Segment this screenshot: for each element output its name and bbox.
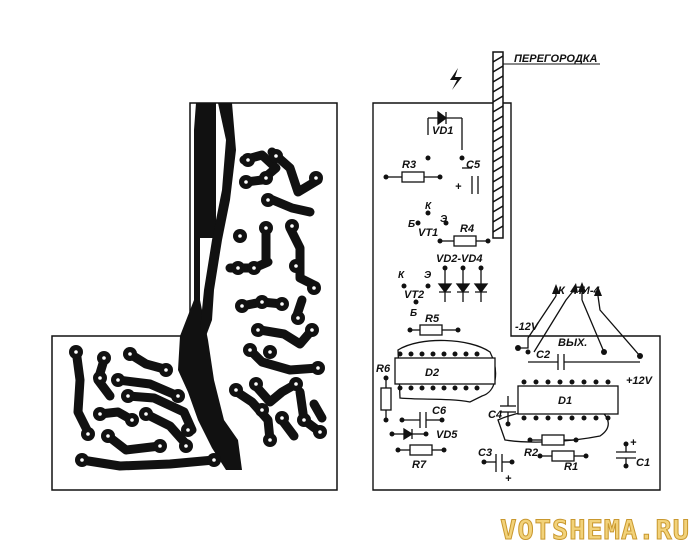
component-labels: VD1 C5 + R3 К Э Б VT1 R4 VD2-VD4 К Э VT2… xyxy=(376,125,654,485)
label-plus12v: +12V xyxy=(626,375,654,387)
partition-label: ПЕРЕГОРОДКА xyxy=(514,53,598,65)
watermark: VOTSHEMA.RU xyxy=(500,515,690,547)
copper-bus-right xyxy=(200,103,236,336)
label-c6: C6 xyxy=(432,405,447,417)
label-d1: D1 xyxy=(558,395,572,407)
ic-pins xyxy=(383,155,643,469)
label-c1: C1 xyxy=(636,457,650,469)
label-c1-plus: + xyxy=(630,437,637,449)
label-r7: R7 xyxy=(412,459,427,471)
label-vt1-k: К xyxy=(425,201,432,212)
label-c2: C2 xyxy=(536,349,550,361)
component-drawing xyxy=(380,110,641,472)
label-vt2-k: К xyxy=(398,270,405,281)
label-d2: D2 xyxy=(425,367,439,379)
label-vt2: VT2 xyxy=(404,289,424,301)
copper-ground-bus xyxy=(178,103,242,470)
label-vt2-e: Э xyxy=(424,270,432,281)
rf-symbol-icon xyxy=(450,68,462,90)
label-r2: R2 xyxy=(524,447,538,459)
label-out-k: К xyxy=(558,285,566,297)
label-minus12v: -12V xyxy=(515,321,540,333)
label-c3-plus: + xyxy=(505,473,512,485)
label-vd5: VD5 xyxy=(436,429,458,441)
label-vyh: ВЫХ. xyxy=(558,337,587,349)
label-vd1: VD1 xyxy=(432,125,453,137)
label-c3: C3 xyxy=(478,447,492,459)
label-r1: R1 xyxy=(564,461,578,473)
output-arrows-icon xyxy=(552,282,602,296)
label-vt2-b: Б xyxy=(410,308,417,319)
label-r3: R3 xyxy=(402,159,416,171)
component-board-outline xyxy=(372,102,661,491)
label-vd2-vd4: VD2-VD4 xyxy=(436,253,482,265)
copper-drill-holes xyxy=(74,154,322,462)
copper-side-board xyxy=(51,102,338,491)
label-r4: R4 xyxy=(460,223,474,235)
label-c5: C5 xyxy=(466,159,481,171)
label-pi4: ПИ-4 xyxy=(574,285,600,297)
component-side-board xyxy=(372,102,661,491)
label-c5-plus: + xyxy=(455,181,462,193)
vd2-vd4-diodes-icon xyxy=(437,268,489,302)
vd1-diode-icon xyxy=(437,110,448,126)
label-c4: C4 xyxy=(488,409,502,421)
label-r5: R5 xyxy=(425,313,440,325)
label-vt1: VT1 xyxy=(418,227,438,239)
partition: ПЕРЕГОРОДКА xyxy=(492,51,600,239)
label-vt1-e: Э xyxy=(440,214,448,225)
label-vt1-b: Б xyxy=(408,219,415,230)
label-r6: R6 xyxy=(376,363,391,375)
